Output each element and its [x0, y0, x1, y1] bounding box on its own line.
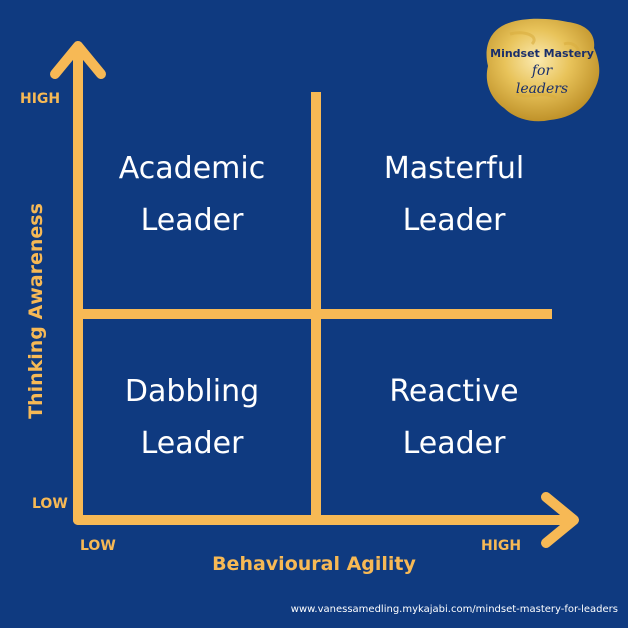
quadrant-academic-leader: Academic Leader — [82, 143, 302, 247]
mindset-mastery-badge: Mindset Mastery for leaders — [480, 14, 604, 124]
badge-leaders: leaders — [515, 81, 569, 97]
quadrant-reactive-leader: Reactive Leader — [344, 366, 564, 470]
x-axis-title: Behavioural Agility — [212, 553, 416, 575]
badge-for: for — [531, 63, 553, 79]
quadrant-masterful-leader: Masterful Leader — [344, 143, 564, 247]
footer-url: www.vanessamedling.mykajabi.com/mindset-… — [290, 604, 618, 615]
quadrant-subtitle: Leader — [140, 203, 244, 238]
y-axis-arrowhead — [50, 41, 106, 79]
quadrant-title: Masterful — [383, 151, 525, 186]
x-low-label: LOW — [80, 538, 116, 554]
y-high-label: HIGH — [20, 91, 61, 107]
x-high-label: HIGH — [481, 538, 522, 554]
x-axis-arrowhead — [541, 492, 579, 548]
quadrant-subtitle: Leader — [402, 426, 506, 461]
gold-blob-icon — [486, 18, 600, 122]
quadrant-title: Reactive — [389, 374, 519, 409]
quadrant-subtitle: Leader — [140, 426, 244, 461]
quadrant-title: Dabbling — [124, 374, 260, 409]
y-low-label: LOW — [32, 496, 68, 512]
quadrant-title: Academic — [118, 151, 266, 186]
quadrant-dabbling-leader: Dabbling Leader — [82, 366, 302, 470]
badge-title: Mindset Mastery — [490, 47, 594, 60]
y-axis-title: Thinking Awareness — [25, 203, 47, 419]
quadrant-subtitle: Leader — [402, 203, 506, 238]
